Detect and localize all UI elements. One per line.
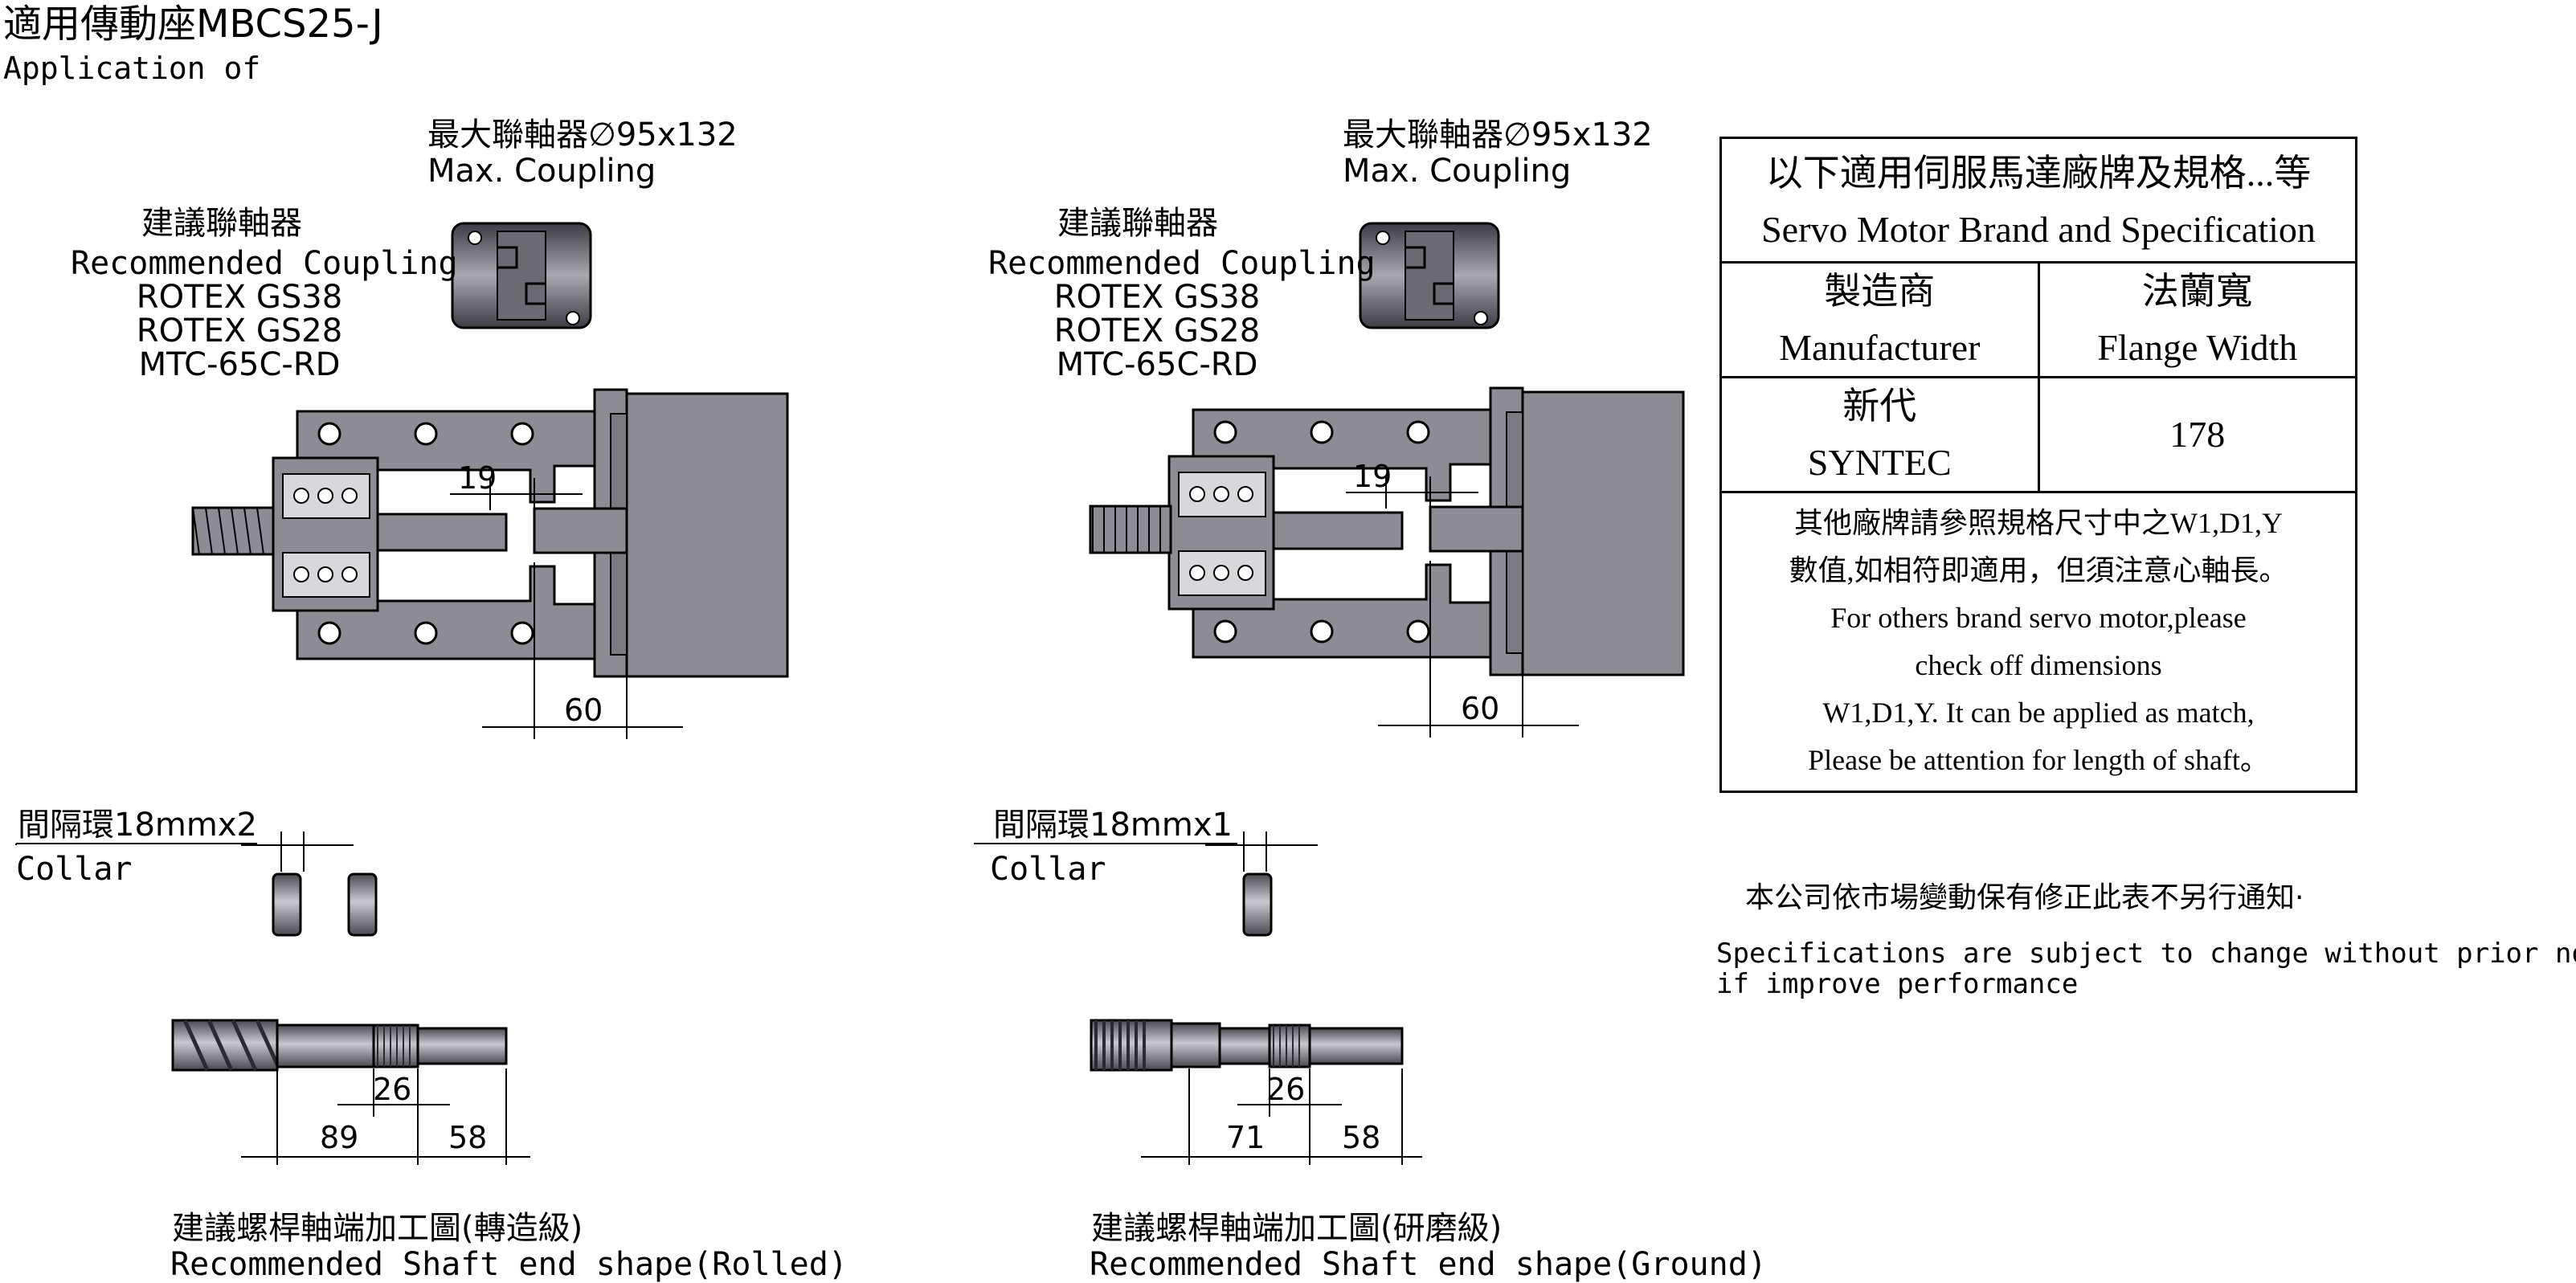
left-coupling-3: MTC-65C-RD [138, 346, 341, 383]
left-shaft-en: Recommended Shaft end shape(Rolled) [170, 1246, 848, 1283]
left-recommended-en: Recommended Coupling [71, 245, 458, 282]
cell-manufacturer: 新代 SYNTEC [1722, 378, 2038, 491]
spec-table-note-row: 其他廠牌請參照規格尺寸中之W1,D1,Y 數值,如相符即適用，但須注意心軸長。 … [1722, 491, 2355, 791]
right-shaft-cn: 建議螺桿軸端加工圖(研磨級) [1091, 1210, 1503, 1247]
right-shaft-dim-thread: 26 [1266, 1072, 1306, 1107]
col-manufacturer-en: Manufacturer [1779, 327, 1981, 368]
table-row: 新代 SYNTEC 178 [1722, 376, 2355, 491]
col-flange-en: Flange Width [2097, 327, 2298, 368]
note-cn-line-2: 數值,如相符即適用，但須注意心軸長。 [1789, 554, 2288, 586]
right-screw-shaft-end [1089, 505, 1172, 554]
right-max-coupling-cn: 最大聯軸器∅95x132 [1343, 116, 1653, 153]
spec-table-heading-row: 以下適用伺服馬達廠牌及規格...等 Servo Motor Brand and … [1722, 139, 2355, 261]
left-shaft-cn: 建議螺桿軸端加工圖(轉造級) [172, 1210, 583, 1247]
spec-heading-en: Servo Motor Brand and Specification [1761, 209, 2316, 250]
spec-heading-cn: 以下適用伺服馬達廠牌及規格...等 [1765, 153, 2312, 194]
right-dim-gap: 19 [1353, 459, 1392, 494]
right-max-coupling-en: Max. Coupling [1343, 153, 1572, 190]
note-en-line-2: check off dimensions [1915, 649, 2162, 681]
left-shaft-dim-b: 58 [448, 1120, 488, 1155]
col-flange-cn: 法蘭寬 [2141, 271, 2253, 312]
right-collar-en: Collar [990, 851, 1106, 888]
left-max-coupling-cn: 最大聯軸器∅95x132 [427, 116, 738, 153]
spec-table-heading: 以下適用伺服馬達廠牌及規格...等 Servo Motor Brand and … [1722, 139, 2355, 261]
left-shaft-dim-a: 89 [320, 1120, 359, 1155]
manufacturer-en: SYNTEC [1807, 442, 1952, 483]
column-header-flange-width: 法蘭寬 Flange Width [2037, 264, 2356, 376]
right-shaft-dim-a: 71 [1226, 1120, 1266, 1155]
right-shaft-dim-b: 58 [1342, 1120, 1381, 1155]
note-en-line-1: For others brand servo motor,please [1830, 602, 2247, 634]
page-title: 適用傳動座MBCS25-J [3, 2, 383, 47]
note-en-line-3: W1,D1,Y. It can be applied as match, [1822, 697, 2255, 729]
column-header-manufacturer: 製造商 Manufacturer [1722, 264, 2038, 376]
right-shaft-en: Recommended Shaft end shape(Ground) [1090, 1246, 1767, 1283]
servo-spec-table: 以下適用伺服馬達廠牌及規格...等 Servo Motor Brand and … [1719, 137, 2357, 793]
right-coupling-1: ROTEX GS38 [1053, 279, 1261, 316]
right-recommended-cn: 建議聯軸器 [1057, 205, 1218, 242]
left-coupling-1: ROTEX GS38 [136, 279, 343, 316]
note-en-line-4: Please be attention for length of shaft。 [1808, 744, 2269, 776]
flange-width-value: 178 [2169, 414, 2226, 455]
notice-en-line-2: if improve performance [1716, 968, 2079, 1000]
left-recommended-cn: 建議聯軸器 [141, 205, 302, 242]
left-dim-gap: 19 [458, 460, 497, 496]
left-max-coupling-en: Max. Coupling [427, 153, 656, 190]
notice-cn: 本公司依市場變動保有修正此表不另行通知· [1745, 881, 2304, 914]
right-collar-cn: 間隔環18mmx1 [993, 807, 1233, 844]
note-cn-line-1: 其他廠牌請參照規格尺寸中之W1,D1,Y [1794, 507, 2283, 539]
manufacturer-cn: 新代 [1842, 386, 1917, 427]
left-collar-en: Collar [16, 851, 133, 888]
right-coupling-3: MTC-65C-RD [1056, 346, 1258, 383]
spec-table-column-row: 製造商 Manufacturer 法蘭寬 Flange Width [1722, 261, 2355, 376]
cell-flange-width: 178 [2037, 378, 2356, 491]
page-subtitle: Application of [3, 51, 261, 86]
col-manufacturer-cn: 製造商 [1824, 271, 1936, 312]
right-recommended-en: Recommended Coupling [988, 245, 1376, 282]
left-shaft-dim-thread: 26 [373, 1072, 412, 1107]
left-coupling-2: ROTEX GS28 [136, 313, 343, 349]
right-dim-depth: 60 [1461, 691, 1500, 726]
notice-en-line-1: Specifications are subject to change wit… [1716, 938, 2576, 970]
spec-table-note: 其他廠牌請參照規格尺寸中之W1,D1,Y 數值,如相符即適用，但須注意心軸長。 … [1722, 493, 2355, 791]
left-dim-depth: 60 [564, 693, 603, 728]
right-coupling-2: ROTEX GS28 [1053, 313, 1261, 349]
left-collar-cn: 間隔環18mmx2 [18, 807, 257, 844]
